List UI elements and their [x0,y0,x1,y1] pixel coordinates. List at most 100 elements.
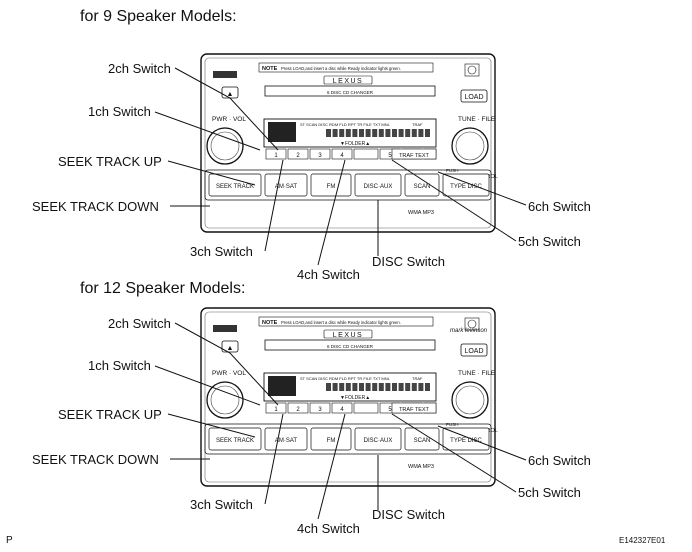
display-indicators: ST SCAN DISC RDM FLD RPT TR FILE TXT MNL [300,122,391,127]
preset-label-2: 2 [296,407,300,413]
display-segment [352,383,358,391]
traf-text-label: TRAF TEXT [399,153,429,159]
leader-1ch-top [154,111,261,151]
display-segment [339,383,345,391]
callout-6ch-bottom: 6ch Switch [528,453,591,468]
display-folder: ▼FOLDER▲ [340,395,370,401]
volume-knob-rim [210,385,240,415]
brand-logo: LEXUS [333,78,363,85]
preset-label-3: 3 [318,407,322,413]
am-sat-button [264,173,308,197]
tune-file-label: TUNE · FILE [458,116,496,123]
leader-seek-up-bottom [167,413,256,438]
eject-button [221,340,239,353]
mp3-badge: WMA MP3 [408,464,434,470]
leader-lines [154,67,527,520]
unit-inner-border [204,311,492,483]
note-label: NOTE [262,66,278,72]
volume-knob [206,381,244,419]
volume-knob-rim [210,131,240,161]
display-segment [418,129,424,137]
load-label: LOAD [464,94,483,101]
display-segment [385,129,391,137]
callout-6ch-top: 6ch Switch [528,199,591,214]
fm-button-label: FM [327,438,336,444]
load-label: LOAD [464,348,483,355]
footer-left: P [6,535,13,546]
display-segment [398,129,404,137]
preset-button-4 [331,402,353,414]
leader-2ch-bottom [174,322,279,406]
seek-track-button-label: SEEK TRACK [216,184,254,190]
callout-seek-up-top: SEEK TRACK UP [58,154,162,169]
traf-text-button [391,402,437,414]
note-box [258,316,434,327]
display-folder: ▼FOLDER▲ [340,141,370,147]
display-segment [352,129,358,137]
leader-3ch-top [264,159,284,252]
cd-changer-text: 6 DISC CD CHANGER [327,90,374,95]
preset-label-4: 4 [340,153,344,159]
callout-3ch-top: 3ch Switch [190,244,253,259]
display-indicators: ST SCAN DISC RDM FLD RPT TR FILE TXT MNL [300,376,391,381]
function-row [204,423,492,455]
type-disc-button [442,427,490,451]
traf-text-button [391,148,437,160]
display-segment [425,383,430,391]
volume-knob [206,127,244,165]
eject-icon: ▲ [227,345,234,352]
display-segment [332,383,338,391]
display-segment [405,129,411,137]
display-source-block [268,122,296,142]
traf-text-label: TRAF TEXT [399,407,429,413]
load-button [460,343,488,357]
display-segment [326,129,331,137]
preset-button-1 [265,148,287,160]
title-12-speaker: for 12 Speaker Models: [80,280,246,297]
disc-circle-icon [467,319,477,329]
callout-1ch-top: 1ch Switch [88,104,151,119]
display-segment [411,383,417,391]
leader-1ch-bottom [154,365,261,406]
disc-aux-button [354,427,402,451]
leader-3ch-bottom [264,413,284,505]
am-sat-button [264,427,308,451]
preset-divider [353,148,379,160]
display-segment [392,383,397,391]
scan-button-label: SCAN [414,438,431,444]
leader-6ch-bottom [437,425,527,461]
display-segment [378,383,384,391]
callout-disc-bottom: DISC Switch [372,507,445,522]
leader-6ch-top [437,171,527,206]
cd-slot [264,85,436,97]
disc-aux-button-label: DISC·AUX [364,184,393,190]
leader-4ch-bottom [317,413,346,520]
preset-label-1: 1 [274,153,278,159]
eject-icon: ▲ [227,91,234,98]
callout-5ch-bottom: 5ch Switch [518,485,581,500]
callout-disc-top: DISC Switch [372,254,445,269]
display-segment [418,383,424,391]
mp3-badge: WMA MP3 [408,210,434,216]
cd-slot [264,339,436,351]
push-label: PUSH [446,168,459,173]
scan-button-label: SCAN [414,184,431,190]
preset-label-3: 3 [318,153,322,159]
callout-seek-down-bottom: SEEK TRACK DOWN [32,452,159,467]
preset-divider [353,402,379,414]
display-segment [411,129,417,137]
leader-5ch-top [391,159,517,242]
type-disc-button-label: TYPE DISC [450,438,482,444]
display-traf: TRAF [412,376,423,381]
note-text: Press LOAD,and insert a disc while Ready… [281,320,401,325]
display-segment [326,383,331,391]
preset-button-3 [309,402,331,414]
note-box [258,62,434,73]
display-traf: TRAF [412,122,423,127]
display-segment [372,129,378,137]
function-row [204,169,492,201]
scan-button [404,427,440,451]
